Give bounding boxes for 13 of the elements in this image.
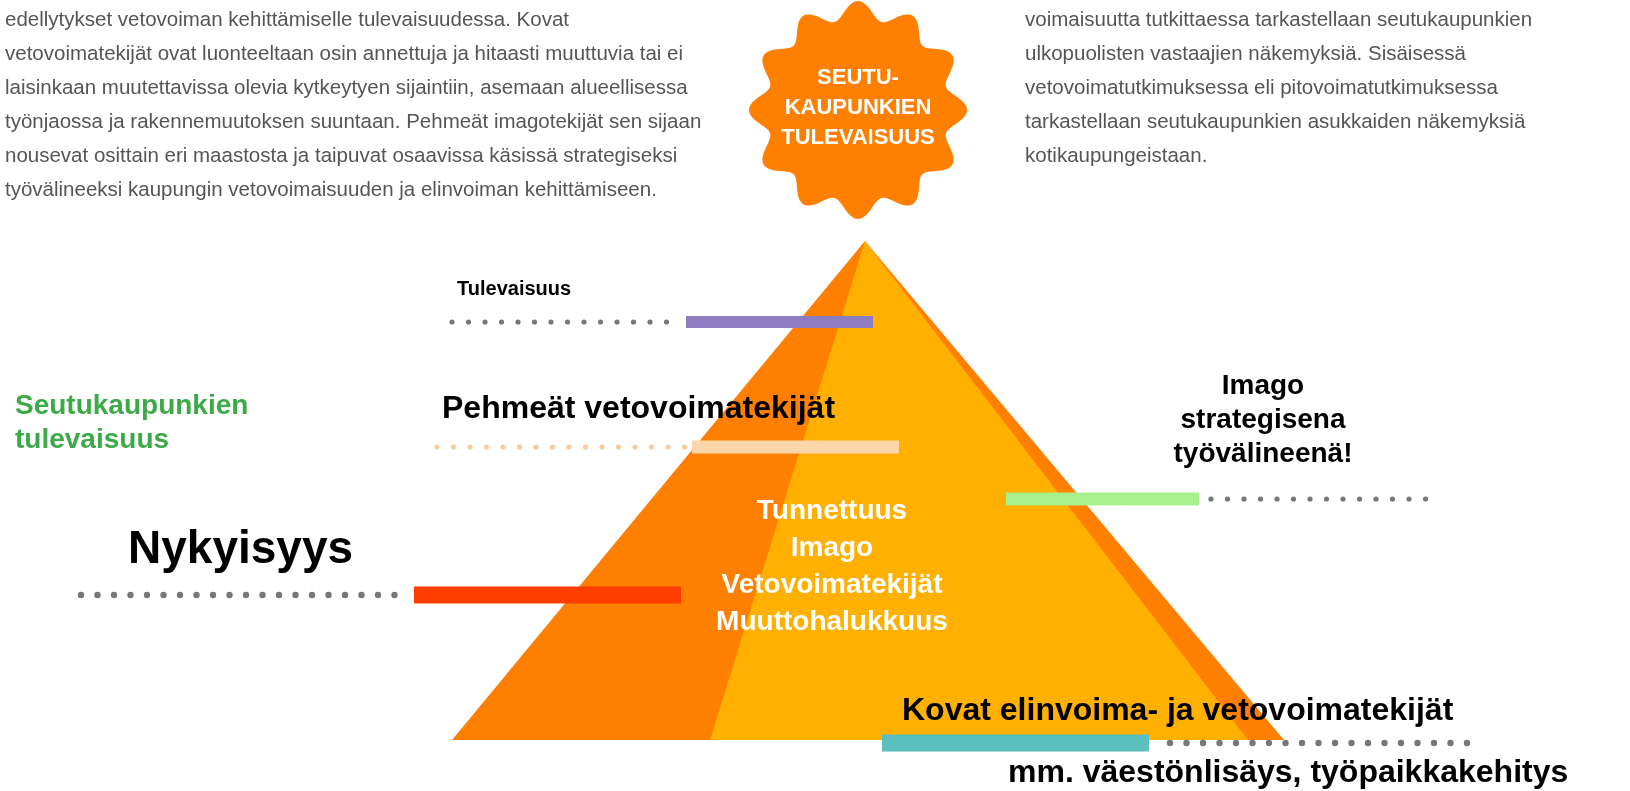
level-label: mm. väestönlisäys, työpaikkakehitys: [1008, 752, 1569, 790]
badge-title: SEUTU-KAUPUNKIEN TULEVAISUUS: [780, 63, 936, 151]
level-label: Nykyisyys: [128, 520, 354, 575]
pyramid-text: Muuttohalukkuus: [715, 604, 949, 638]
body-paragraph: edellytykset vetovoiman kehittämiselle tulevaisuudessa. Kovat vetovoimatekijät ovat luonteeltaan osin annettuja ja hitaasti muuttuvia tai ei laisinkaan muutettavissa olevia kytkeytyen sijaintiin, asemaan alueellisessa työnjaossa ja rakennemuutoksen suuntaan. Pehmeät imagotekijät sen sijaan nousevat osittain eri maastosta ja taipuvat osaavissa käsissä strategiseksi työvälineeksi kaupungin vetovoimaisuuden ja elinvoiman kehittämiseen.: [5, 6, 703, 202]
pyramid-text: Vetovoimatekijät: [720, 567, 944, 601]
body-paragraph: voimaisuutta tutkittaessa tarkastellaan seutukaupunkien ulkopuolisten vastaajien näkemyksiä. Sisäisessä vetovoimatutkimuksessa eli pitovoimatutkimuksessa tarkastellaan seutukaupunkien asukkaiden näkemyksiä kotikaupungeistaan.: [1025, 6, 1534, 168]
level-label: Tulevaisuus: [457, 276, 572, 300]
badge-shape: [748, 0, 968, 220]
pyramid-text: Imago: [789, 530, 875, 564]
pyramid-text: Tunnettuus: [755, 493, 909, 527]
side-label: Seutukaupunkien tulevaisuus: [15, 388, 250, 456]
level-label: Imago strategisena työvälineenä!: [1172, 368, 1354, 470]
